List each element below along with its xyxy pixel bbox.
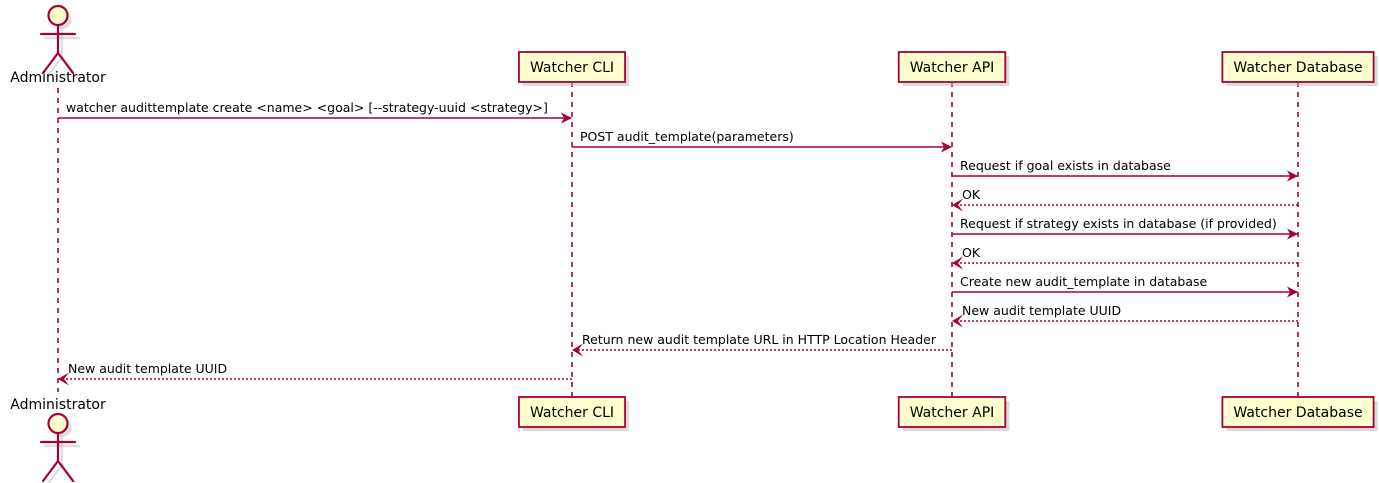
message-label-5: Request if strategy exists in database (… xyxy=(960,216,1277,231)
actor-label: Administrator xyxy=(10,397,106,413)
participant-label: Watcher Database xyxy=(1233,60,1362,76)
participant-label: Watcher Database xyxy=(1233,405,1362,421)
actor-label: Administrator xyxy=(10,70,106,86)
participant-box[interactable] xyxy=(897,396,1007,428)
participant-box[interactable] xyxy=(897,51,1007,83)
participant-label: Watcher API xyxy=(910,405,995,421)
message-label-10: New audit template UUID xyxy=(68,361,227,376)
participant-watcher-database-foot[interactable]: Watcher Database xyxy=(1221,396,1378,431)
actor-figure[interactable] xyxy=(39,412,77,483)
message-9: Return new audit template URL in HTTP Lo… xyxy=(572,332,952,357)
participant-watcher-api-head[interactable]: Watcher API xyxy=(897,51,1010,86)
message-3: Request if goal exists in database xyxy=(952,158,1298,182)
actor-administrator-head[interactable]: Administrator xyxy=(10,4,106,86)
message-7: Create new audit_template in database xyxy=(952,274,1298,298)
actor-head-icon xyxy=(47,412,69,435)
participant-watcher-api-foot[interactable]: Watcher API xyxy=(897,396,1010,431)
actor-head-icon xyxy=(47,4,69,27)
participant-watcher-cli-foot[interactable]: Watcher CLI xyxy=(518,396,630,431)
message-label-2: POST audit_template(parameters) xyxy=(580,129,794,144)
participant-watcher-cli-head[interactable]: Watcher CLI xyxy=(518,51,630,86)
message-label-4: OK xyxy=(962,187,981,202)
actor-administrator-foot[interactable]: Administrator xyxy=(10,397,106,483)
actor-leg-right xyxy=(56,459,75,483)
arrowhead-7 xyxy=(1287,286,1298,298)
arrowhead-3 xyxy=(1287,170,1298,182)
participant-box[interactable] xyxy=(1221,396,1375,428)
arrowhead-6 xyxy=(952,256,963,270)
participant-watcher-database-head[interactable]: Watcher Database xyxy=(1221,51,1378,86)
message-2: POST audit_template(parameters) xyxy=(572,129,952,153)
messages-group: watcher audittemplate create <name> <goa… xyxy=(58,100,1298,386)
participant-box[interactable] xyxy=(1221,51,1375,83)
participant-label: Watcher CLI xyxy=(530,60,614,76)
message-6: OK xyxy=(952,245,1298,270)
actor-leg-left xyxy=(41,51,60,75)
message-label-8: New audit template UUID xyxy=(962,303,1121,318)
arrowhead-2 xyxy=(941,141,952,153)
lifelines-group xyxy=(57,82,1299,397)
participant-label: Watcher API xyxy=(910,60,995,76)
message-4: OK xyxy=(952,187,1298,212)
message-label-7: Create new audit_template in database xyxy=(960,274,1207,289)
arrowhead-9 xyxy=(572,343,583,357)
message-label-3: Request if goal exists in database xyxy=(960,158,1171,173)
actor-leg-right xyxy=(56,51,75,75)
message-10: New audit template UUID xyxy=(58,361,572,386)
arrowhead-10 xyxy=(58,372,69,386)
arrowhead-5 xyxy=(1287,228,1298,240)
message-1: watcher audittemplate create <name> <goa… xyxy=(58,100,572,124)
participant-box[interactable] xyxy=(518,396,626,428)
message-label-9: Return new audit template URL in HTTP Lo… xyxy=(582,332,937,347)
actor-leg-left xyxy=(41,459,60,483)
message-label-1: watcher audittemplate create <name> <goa… xyxy=(66,100,548,115)
arrowhead-8 xyxy=(952,314,963,328)
message-8: New audit template UUID xyxy=(952,303,1298,328)
participant-box[interactable] xyxy=(518,51,626,83)
message-label-6: OK xyxy=(962,245,981,260)
message-5: Request if strategy exists in database (… xyxy=(952,216,1298,240)
actor-figure[interactable] xyxy=(39,4,77,75)
arrowhead-1 xyxy=(561,112,572,124)
arrowhead-4 xyxy=(952,198,963,212)
participant-label: Watcher CLI xyxy=(530,405,614,421)
